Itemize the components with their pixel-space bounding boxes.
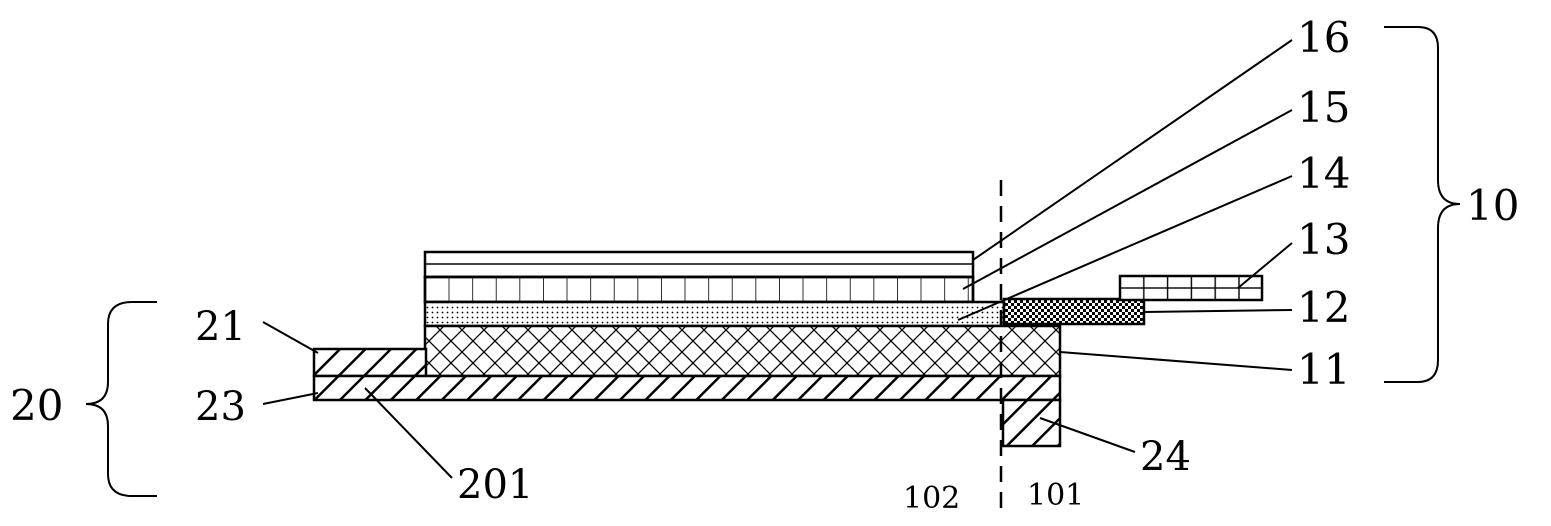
layer-21	[312, 347, 428, 378]
label-16: 16	[1297, 13, 1350, 62]
brace-10	[1384, 26, 1461, 383]
layer-13	[1118, 274, 1264, 302]
label-24: 24	[1140, 434, 1191, 480]
layer-23	[312, 374, 1062, 402]
layer-12	[1002, 297, 1146, 326]
layer-24	[1001, 398, 1062, 448]
label-10: 10	[1466, 181, 1519, 230]
brace-20	[85, 301, 157, 497]
label-14: 14	[1297, 149, 1350, 198]
layer-14	[423, 300, 1006, 328]
leader-lines	[262, 39, 1293, 479]
label-11: 11	[1297, 345, 1350, 394]
label-23: 23	[195, 384, 246, 430]
label-21: 21	[195, 304, 246, 350]
label-102: 102	[903, 481, 960, 516]
label-201: 201	[457, 462, 533, 508]
layer-16	[423, 250, 975, 279]
label-20: 20	[10, 381, 63, 430]
label-15: 15	[1297, 83, 1350, 132]
layer-15	[423, 275, 975, 304]
label-101: 101	[1027, 478, 1084, 513]
label-13: 13	[1297, 215, 1350, 264]
label-12: 12	[1297, 283, 1350, 332]
layer-11	[423, 324, 1062, 378]
